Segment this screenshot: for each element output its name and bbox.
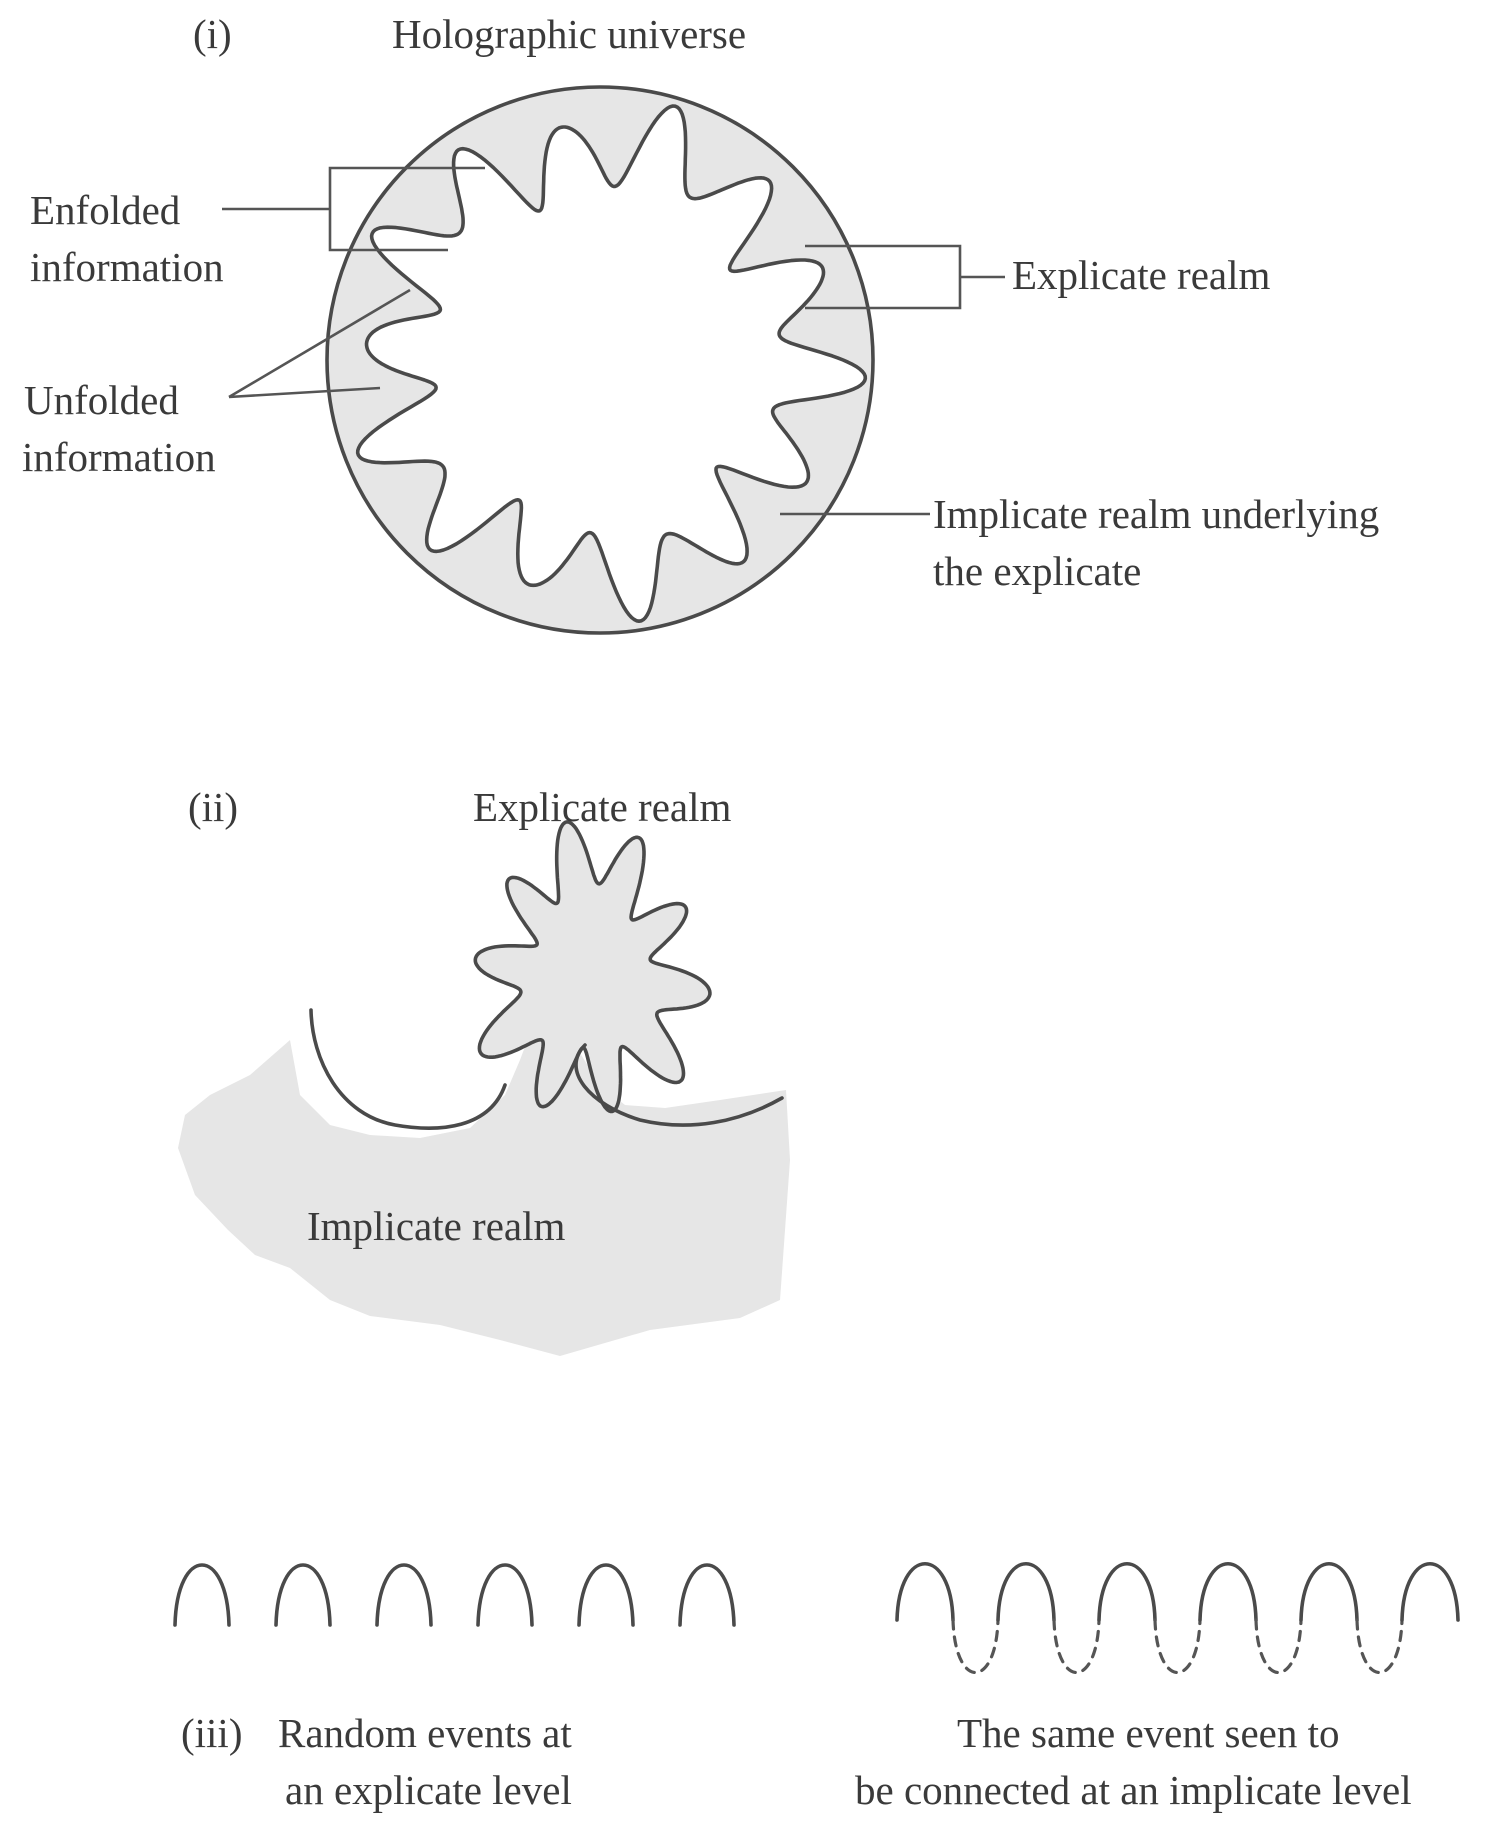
connected-events-wave	[897, 1564, 1458, 1673]
implicate-label-line2: the explicate	[933, 545, 1141, 598]
implicate-label-line1: Implicate realm underlying	[933, 488, 1379, 541]
connected-event-bump	[1402, 1564, 1458, 1620]
unfolded-label-line2: information	[22, 431, 216, 484]
right-caption-line2: be connected at an implicate level	[855, 1764, 1412, 1817]
connected-event-bump	[1301, 1564, 1357, 1620]
connected-event-bump	[897, 1564, 953, 1620]
implicate-realm-ground	[178, 1010, 790, 1356]
implicate-connection-dashed	[1357, 1620, 1402, 1673]
random-event-bump	[276, 1565, 330, 1625]
random-event-bump	[478, 1565, 532, 1625]
left-arc	[311, 1010, 505, 1128]
random-events-bumps	[175, 1565, 734, 1625]
connected-event-bump	[998, 1564, 1054, 1620]
implicate-connection-dashed	[1256, 1620, 1301, 1673]
enfolded-label-line1: Enfolded	[30, 184, 180, 237]
enfolded-label-line2: information	[30, 241, 224, 294]
unfolded-label-line1: Unfolded	[24, 374, 179, 427]
left-caption-line2: an explicate level	[285, 1764, 572, 1817]
implicate-connection-dashed	[1155, 1620, 1200, 1673]
random-event-bump	[377, 1565, 431, 1625]
panel-ii-implicate-label: Implicate realm	[307, 1200, 565, 1253]
panel-ii-graphic	[178, 822, 790, 1356]
panel-ii-explicate-label: Explicate realm	[473, 781, 731, 834]
connected-event-bump	[1200, 1564, 1256, 1620]
connected-event-bump	[1099, 1564, 1155, 1620]
random-event-bump	[579, 1565, 633, 1625]
left-caption-line1: Random events at	[278, 1707, 572, 1760]
explicate-realm-label: Explicate realm	[1012, 249, 1270, 302]
panel-i-title: Holographic universe	[392, 8, 746, 61]
implicate-connection-dashed	[1054, 1620, 1099, 1673]
panel-i-marker: (i)	[193, 8, 232, 61]
implicate-connection-dashed	[953, 1620, 998, 1673]
random-event-bump	[175, 1565, 229, 1625]
panel-ii-marker: (ii)	[188, 781, 238, 834]
random-event-bump	[680, 1565, 734, 1625]
right-caption-line1: The same event seen to	[957, 1707, 1340, 1760]
panel-iii-marker: (iii)	[181, 1707, 242, 1760]
